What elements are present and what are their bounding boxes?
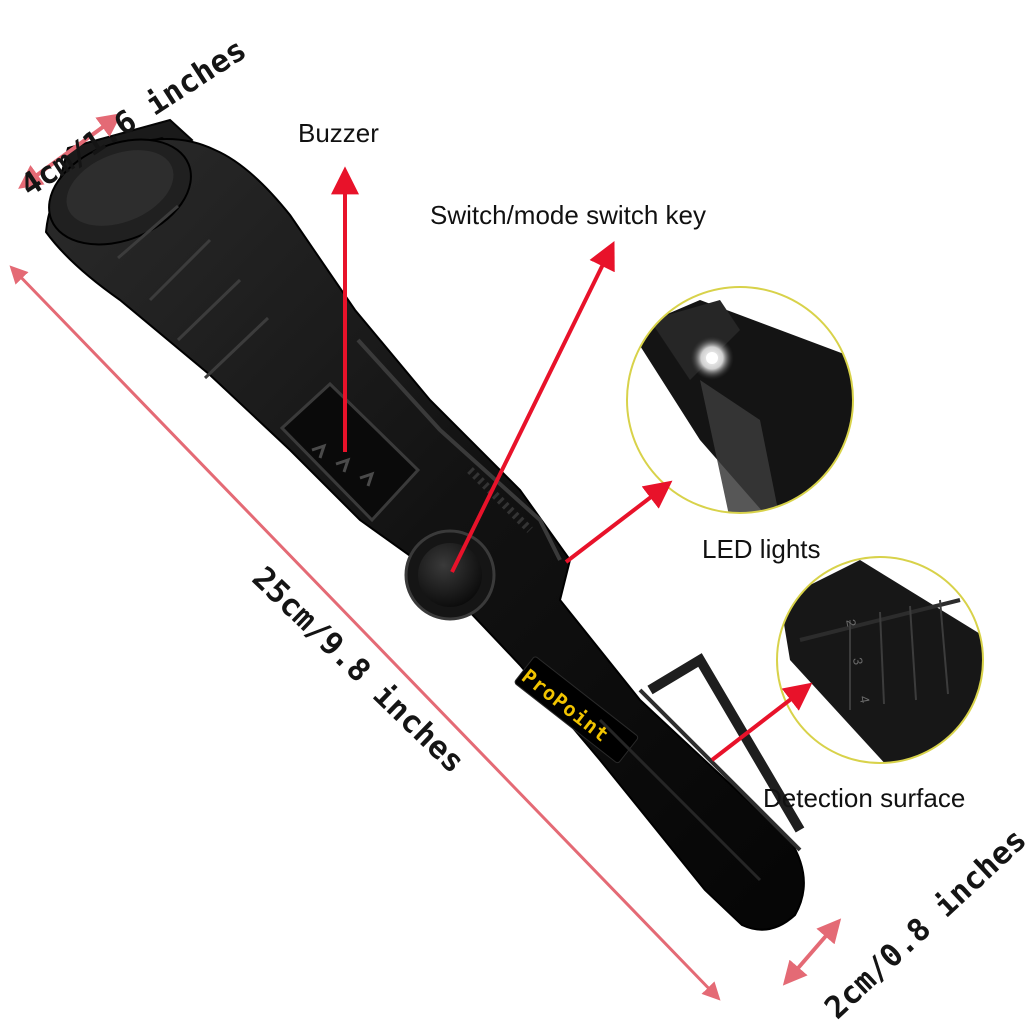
product-illustration: [9, 113, 984, 1001]
buzzer-label: Buzzer: [298, 118, 379, 148]
pinpointer-device: [44, 118, 805, 931]
product-image: Buzzer Switch/mode switch key LED lights…: [9, 31, 1034, 1026]
led-lights-label: LED lights: [702, 534, 821, 564]
detection-arrow: [710, 682, 813, 762]
switch-key-label: Switch/mode switch key: [430, 200, 706, 230]
top-width-arrow: [18, 113, 122, 189]
tip-width-arrow: [782, 918, 842, 986]
detection-surface-label: Detection surface: [763, 783, 966, 813]
led-arrow: [564, 480, 673, 564]
detection-inset: [776, 556, 984, 764]
dimension-arrows: [9, 113, 842, 1001]
length-arrow: [9, 265, 721, 1001]
led-inset: [626, 286, 854, 514]
